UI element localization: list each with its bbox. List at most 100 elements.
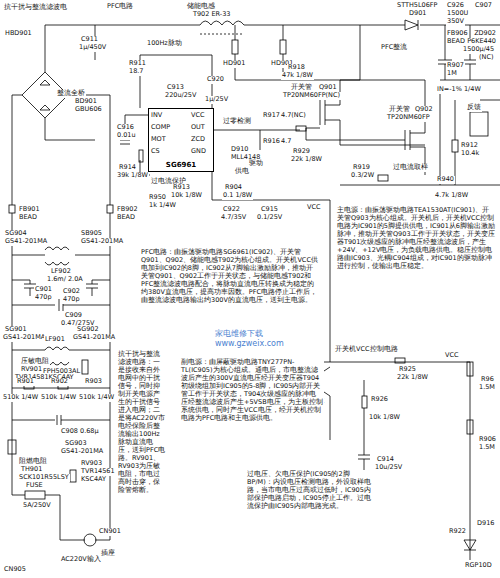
part-label: C920 [206,76,225,84]
part-label: VCC [306,204,322,212]
description-note: 过电压、欠电压保护(IC905的2脚BP/M)：内设电压检测电路，外设取样电路，… [246,470,372,510]
part-label: RV903 [80,460,103,468]
part-label: HBD901 [4,30,33,38]
part-label: R922 [448,528,467,536]
part-label: RV901 [20,366,43,374]
part-label: C915 [260,206,279,214]
part-label: BEAD [18,214,38,222]
part-label: 22k 1/8W [396,374,429,382]
part-label: C914 [376,456,395,464]
part-label: CN901 [98,528,122,536]
part-label: 4.7 [280,138,292,146]
part-label: 插座 [100,550,116,558]
part-label: IN=-1% 1/4W [436,86,482,94]
part-label: Q901 [318,84,338,92]
part-label: 470p [34,294,53,302]
part-label: SG901 [4,326,28,334]
part-label: 510k 1/4W [40,394,77,402]
part-label: 350V [446,18,465,26]
part-label: R929 [292,148,311,156]
part-label: GS41-201MA [60,448,104,456]
description-note: 抗干扰与整流滤波电路：一是接收来自外电网中的干扰信号，同时抑制开关电源产生的干扰… [117,350,167,494]
part-label: FB902 [116,206,139,214]
description-note: PFC电路：由振荡驱动电路SG6961(IC902)、开关管Q901、Q902、… [140,248,320,304]
part-label: R903 [84,378,103,386]
part-label: GND [190,148,207,156]
part-label: R96 [480,376,495,384]
part-label: 10k 1/8W [170,192,203,200]
part-label: R901 [16,378,35,386]
part-label: 0.01u [116,132,137,140]
part-label: 0.1 1/8W [222,192,253,200]
part-label: SG903 [64,440,88,448]
watermark: www.gzweix.com [214,340,285,348]
part-label: SG902 [76,326,100,334]
part-label: ZD902 [473,30,497,38]
part-label: D910 [230,146,249,154]
part-label: R918 [287,64,306,72]
part-label: SCK101R55LSY [18,474,70,482]
part-label: C916 [116,124,135,132]
part-label: 过电流取样 [392,164,429,172]
part-label: 储能电感 [186,3,216,11]
part-label: 1500μ/45 [462,46,495,54]
part-label: 4.7k 1/8W [434,192,469,200]
part-label: 0.3/2W [350,172,375,180]
part-label: Q902 [414,106,434,114]
watermark: 家电维修下载 [214,330,264,338]
part-label: 1.5M [478,384,496,392]
part-label: TP20NM60FP [386,114,431,122]
part-label: R904 [224,184,243,192]
part-label: FB901 [18,206,41,214]
part-label: 47k 1/8W [281,72,314,80]
part-label: PFC整流 [380,44,408,52]
part-label: 510k 1/4W [78,394,115,402]
part-label: R925 [398,366,417,374]
part-label: R919 [352,164,371,172]
part-label: 驱动 [248,160,264,168]
part-label: INV [150,112,163,120]
part-label: 10k 1/8W [368,414,401,422]
part-label: GS41-201MA [4,238,48,246]
part-label: CN905 [3,566,27,574]
part-label: T902 ER-33 [192,11,231,19]
part-label: SG904 [4,230,28,238]
part-label: BD901 [74,98,98,106]
part-label: LF902 [50,268,72,276]
part-label: 39k 1/8W [116,172,149,180]
part-label: C902 [62,288,81,296]
part-label: HD901 [222,60,246,68]
part-label: 压敏电阻 [20,358,50,366]
part-label: R913 [172,184,191,192]
part-label: P6KE440 [466,38,497,46]
part-label: TH901 [20,466,43,474]
part-label: GS41-201MA [80,238,124,246]
part-label: C913 [166,84,185,92]
part-label: VCC [190,112,206,120]
part-label: 4.7(NC) [280,112,307,120]
description-note: 主电源：由振荡驱动电路TEA1530AT(IC901)、开关管Q903为核心组成… [336,206,496,270]
part-label: D901 [408,10,427,18]
part-label: TVR14561 [80,468,116,476]
part-label: 0.1/25V [256,214,283,222]
part-label: 1μ/450V [78,44,107,52]
part-label: R940 [436,176,455,184]
part-label: 开关管 [388,106,411,114]
part-label: ZCD [190,136,206,144]
part-label: R911 [128,60,147,68]
part-label: GS41-201MA [72,334,116,342]
part-label: C922 [222,206,241,214]
part-label: 1.6m/ 2.0A [46,276,84,284]
part-label: R950 [148,194,167,202]
part-label: R902 [50,378,69,386]
part-label: 4.7/35V [220,214,247,222]
part-label: MOT [150,136,167,144]
part-label: C909 [64,312,83,320]
part-label: 抗干扰与整流滤波电 [3,4,68,12]
part-label: KSC4AY [80,476,107,484]
part-label: BEAD [446,38,466,46]
part-label: D916 [476,520,495,528]
part-label: COMP [150,124,171,132]
part-label: CS [150,148,161,156]
part-label: (NC) [478,54,494,62]
